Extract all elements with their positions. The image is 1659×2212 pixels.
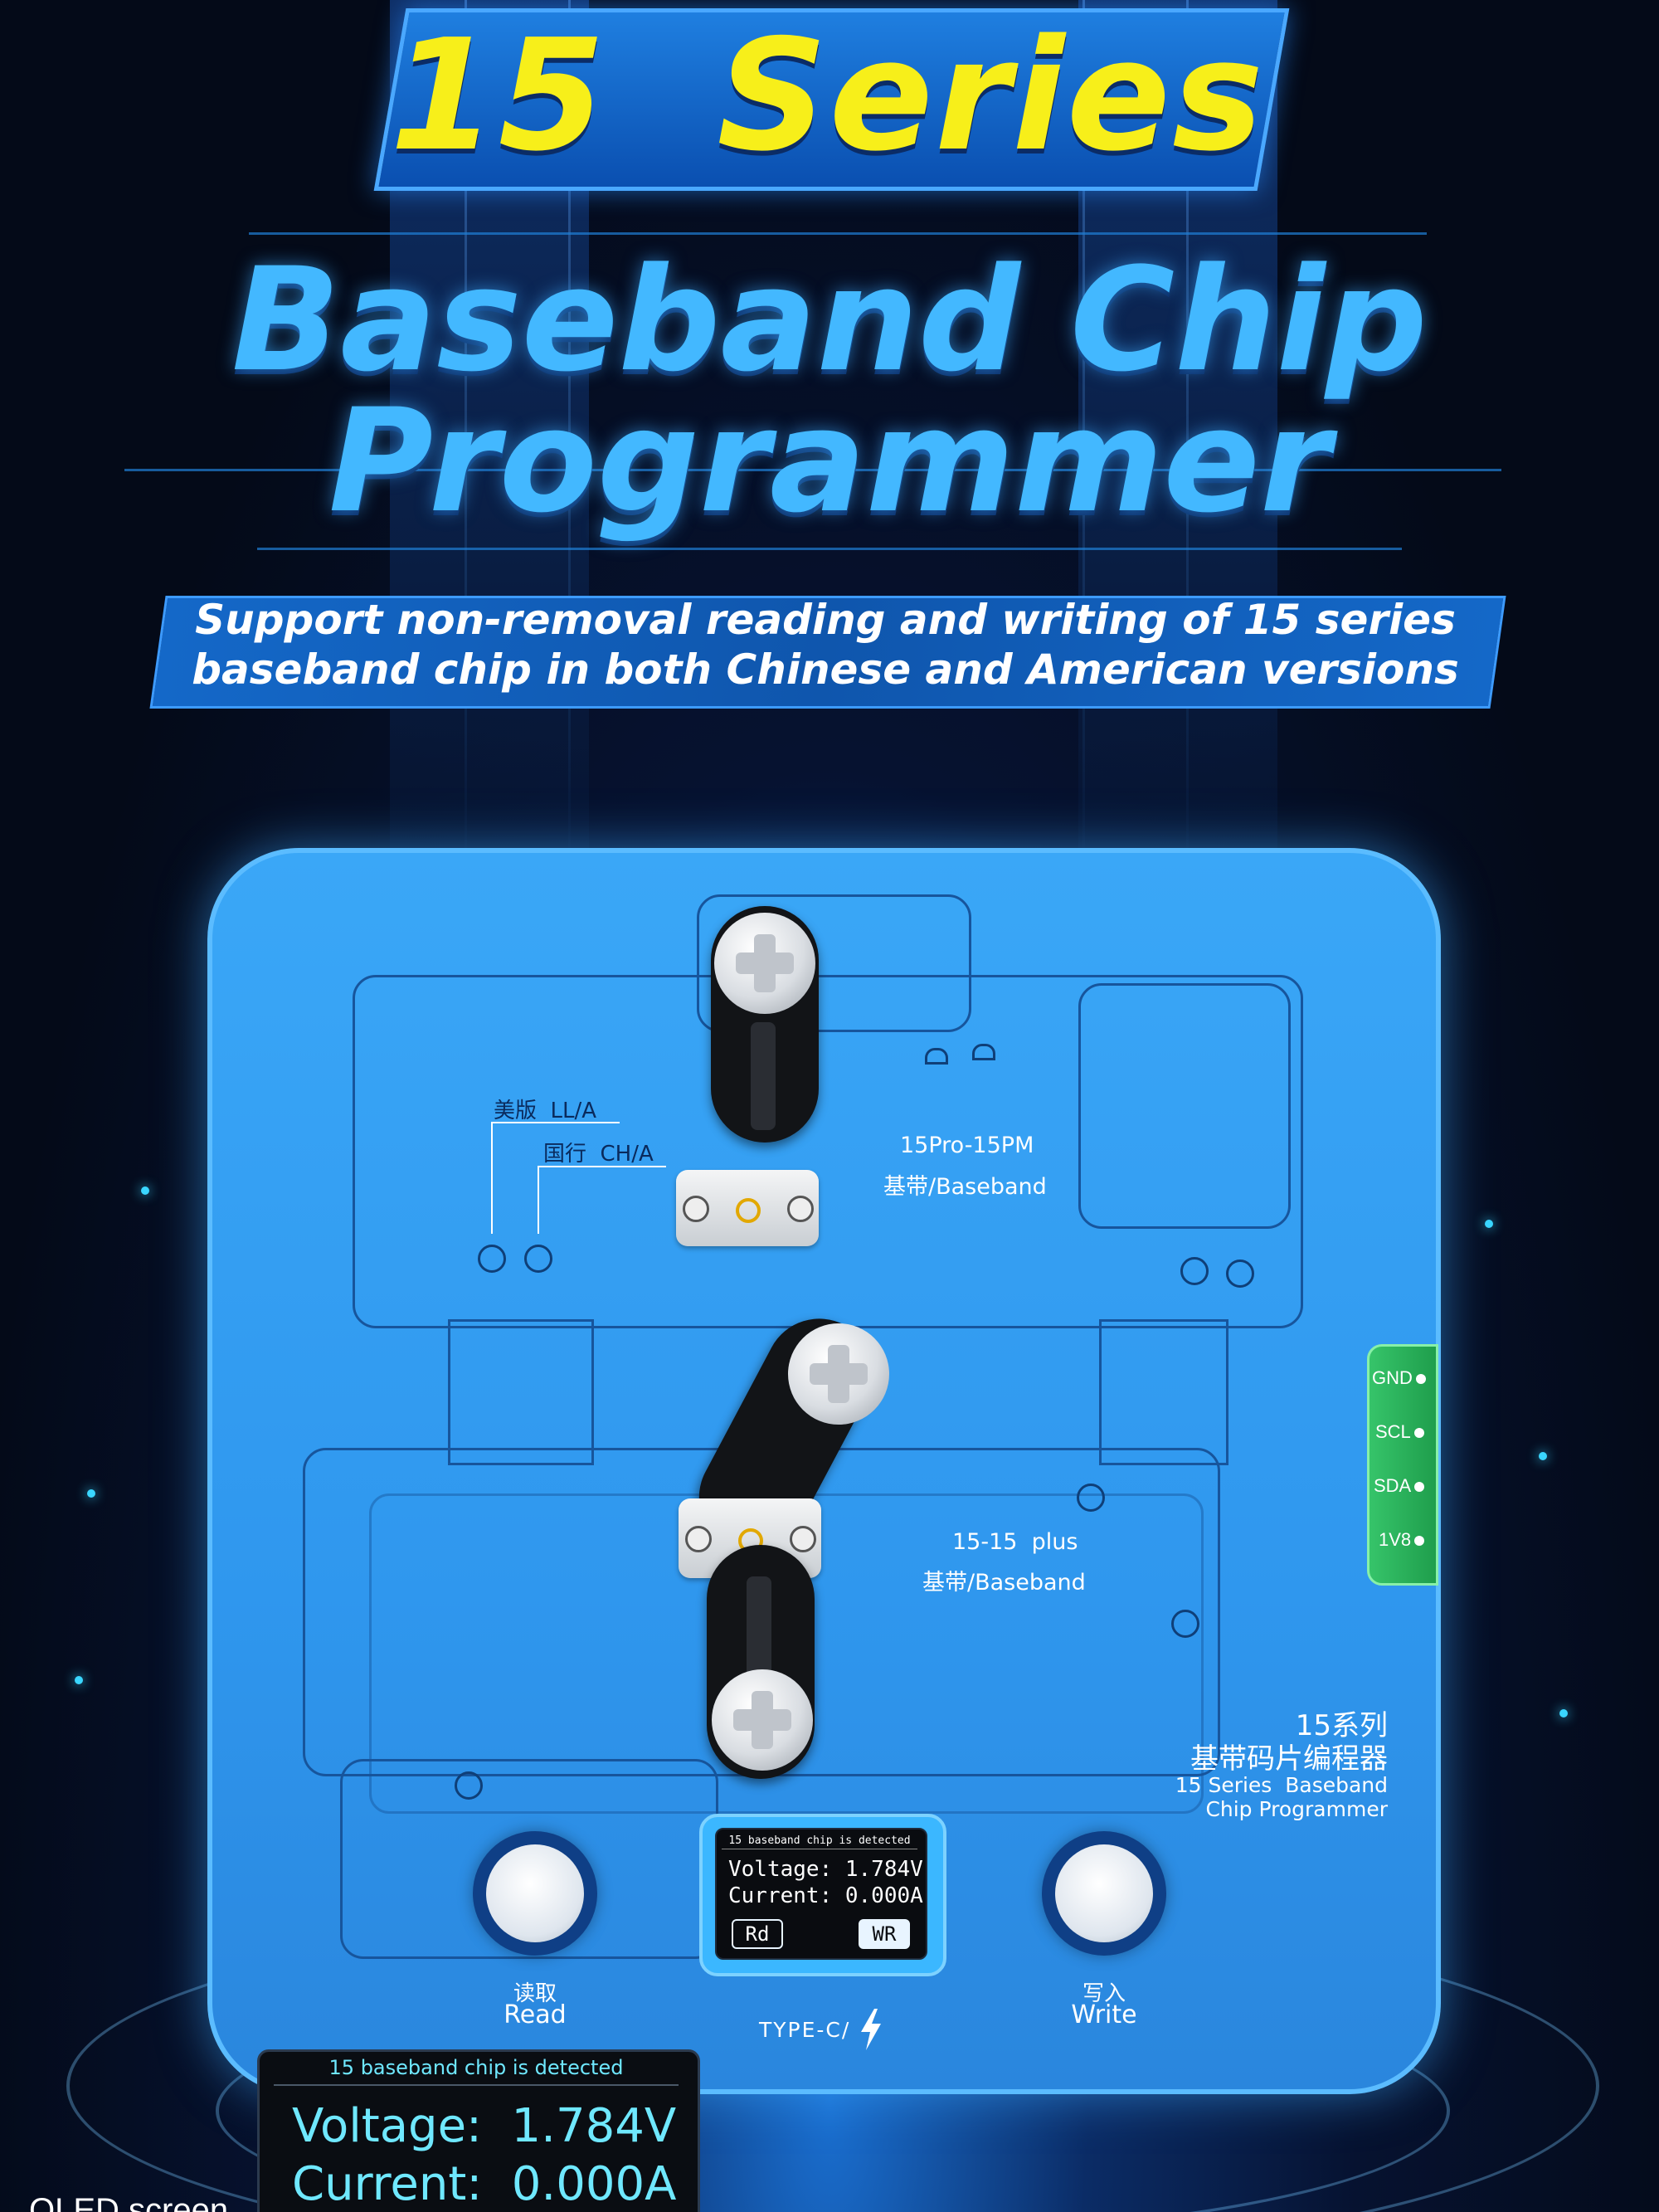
type-c-label: TYPE-C/ (759, 2018, 851, 2042)
slot-outline-notch (697, 894, 971, 1032)
alignment-hole (478, 1245, 506, 1273)
glow-dot (1539, 1452, 1547, 1460)
subtitle-line-1: Support non-removal reading and writing … (195, 596, 1456, 644)
version-label-cn: 国行 CH/A (543, 1142, 654, 1167)
pin-icon (1414, 1482, 1425, 1493)
display-status: 15 baseband chip is detected (722, 1834, 917, 1849)
background-line (257, 548, 1402, 550)
clamp-slot (747, 1576, 771, 1684)
read-button[interactable] (473, 1831, 597, 1956)
alignment-hole (1226, 1259, 1254, 1288)
display-voltage: Voltage: 1.784V (728, 1857, 923, 1882)
alignment-hole (1171, 1610, 1199, 1638)
version-arrow-line (538, 1166, 666, 1167)
pin-icon (1413, 1428, 1424, 1439)
alignment-hole (455, 1771, 483, 1800)
brand-en-line1: 15 Series Baseband (1175, 1773, 1388, 1797)
slot-top-type: 基带/Baseband (883, 1174, 1047, 1200)
brand-cn-line1: 15系列 (1295, 1709, 1388, 1742)
glow-dot (87, 1489, 95, 1498)
brand-cn-line2: 基带码片编程器 (1190, 1742, 1388, 1776)
connector-pin: SCL (1375, 1421, 1433, 1443)
alignment-hole (1077, 1484, 1105, 1512)
footer-caption: OLED screen (29, 2192, 229, 2212)
clamp-slot (751, 1022, 776, 1130)
glow-dot (75, 1676, 83, 1684)
version-arrow-line (491, 1122, 620, 1123)
oled-zoom-status: 15 baseband chip is detected (274, 2056, 679, 2086)
slot-outline-neck (1099, 1319, 1228, 1465)
top-chip-socket (676, 1170, 819, 1246)
alignment-hole (524, 1245, 552, 1273)
version-arrow-line (538, 1166, 539, 1234)
background-beam (1082, 0, 1085, 871)
read-label-en: Read (504, 2000, 567, 2029)
background-beam (465, 0, 467, 871)
socket-contact-icon (736, 1198, 761, 1223)
alignment-hole (972, 1044, 995, 1060)
alignment-hole (925, 1048, 948, 1065)
connector-pin-label: SCL (1375, 1421, 1411, 1442)
connector-pin-label: SDA (1374, 1475, 1412, 1496)
subtitle-line-2: baseband chip in both Chinese and Americ… (192, 646, 1459, 694)
version-label-us: 美版 LL/A (494, 1099, 597, 1123)
write-label-cn: 写入 (1082, 1981, 1126, 2006)
page-title: 15 Series (390, 6, 1266, 185)
display-rd-tag: Rd (732, 1919, 783, 1949)
connector-pin-label: 1V8 (1379, 1529, 1412, 1550)
bottom-screw-icon[interactable] (788, 1323, 889, 1425)
alignment-hole (1180, 1257, 1209, 1285)
background-beam (1186, 0, 1189, 871)
brand-en-line2: Chip Programmer (1205, 1797, 1388, 1821)
display-wr-tag: WR (859, 1919, 910, 1949)
slot-bottom-type: 基带/Baseband (922, 1570, 1086, 1596)
write-button[interactable] (1042, 1831, 1166, 1956)
version-arrow-line (491, 1122, 493, 1234)
oled-zoom-voltage: Voltage: 1.784V (292, 2099, 677, 2153)
display-current: Current: 0.000A (728, 1883, 923, 1908)
connector-pin-label: GND (1372, 1367, 1413, 1388)
pin-icon (1415, 1374, 1426, 1385)
background-line (249, 232, 1427, 235)
glow-dot (141, 1186, 149, 1195)
slot-outline-neck (448, 1319, 594, 1465)
heading-line-2: Programmer (328, 378, 1331, 544)
slot-top-model: 15Pro-15PM (900, 1133, 1034, 1158)
glow-dot (1485, 1220, 1493, 1228)
glow-dot (1559, 1709, 1568, 1717)
pin-header-connector (1367, 1344, 1438, 1586)
oled-zoom-inset (257, 2049, 700, 2212)
pin-icon (1414, 1536, 1425, 1547)
top-screw-icon[interactable] (714, 913, 815, 1014)
bottom-screw-icon[interactable] (712, 1669, 813, 1771)
connector-pin: SDA (1374, 1475, 1432, 1497)
read-label-cn: 读取 (513, 1981, 557, 2006)
lightning-icon (861, 2009, 881, 2050)
connector-pin: 1V8 (1379, 1529, 1437, 1551)
connector-pin: GND (1372, 1367, 1430, 1389)
background-line (124, 469, 1501, 471)
oled-zoom-current: Current: 0.000A (292, 2157, 677, 2211)
background-beam (568, 0, 571, 871)
heading-line-1: Baseband Chip (231, 236, 1428, 403)
write-label-en: Write (1071, 2000, 1137, 2029)
slot-bottom-model: 15-15 plus (952, 1529, 1078, 1555)
slot-outline-top-inner (1078, 983, 1291, 1229)
